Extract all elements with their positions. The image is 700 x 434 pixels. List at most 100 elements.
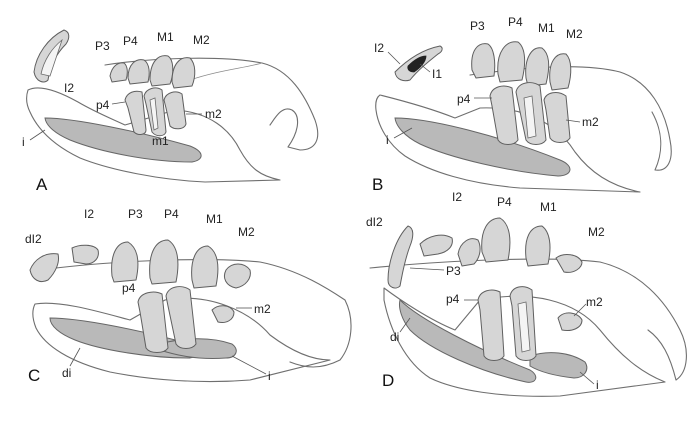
panel-c-label-i: i — [268, 369, 271, 383]
panel-b-lower-tooth-p4 — [489, 85, 519, 145]
panel-a-upper-tooth-p4 — [127, 59, 150, 85]
panel-b-leader-i2 — [387, 51, 401, 65]
panel-b-upper-tooth-p4 — [497, 41, 526, 83]
panel-b-label-m2: M2 — [566, 27, 583, 41]
panel-a-lower-jaw-outline — [26, 87, 281, 183]
panel-d-deciduous-lower-incisor — [399, 299, 537, 383]
panel-d-label-di: di — [390, 330, 399, 344]
panel-b-label-p3: P3 — [470, 19, 485, 33]
panel-d-leader-p3 — [409, 267, 445, 271]
panel-a-label-p4: P4 — [123, 34, 138, 48]
panel-d-leader-di — [399, 317, 411, 333]
panel-a-lower-incisor — [44, 117, 202, 163]
panel-c-label-di2: dI2 — [25, 232, 42, 246]
panel-d-lower-tooth-m2 — [557, 312, 583, 331]
panel-b-label-p4-lower: p4 — [457, 92, 471, 106]
panel-d-leader-i — [579, 371, 595, 385]
panel-b-upper-incisor-i1 — [407, 55, 427, 73]
panel-a: I2 P3 P4 M1 M2 p4 m2 m1 i A — [22, 29, 319, 194]
panel-a-leader-p4 — [111, 101, 126, 105]
panel-d-leader-m2 — [573, 303, 587, 317]
panel-a-label-m2: M2 — [193, 33, 210, 47]
panel-b-leader-m2 — [565, 119, 581, 123]
panel-d-label-m2: M2 — [588, 225, 605, 239]
panel-c-label-m2: M2 — [238, 225, 255, 239]
panel-c-label-p3: P3 — [128, 207, 143, 221]
panel-a-upper-incisor-i2-inner — [40, 38, 63, 77]
panel-a-upper-tooth-p3 — [109, 62, 128, 83]
panel-b-lower-tooth-m1-inner — [523, 95, 537, 139]
panel-d-label-m2-lower: m2 — [586, 295, 603, 309]
panel-a-label-m2-lower: m2 — [205, 107, 222, 121]
panel-b-label-i2: I2 — [374, 41, 384, 55]
panel-b-label-i1: I1 — [432, 67, 442, 81]
panel-c-letter: C — [28, 366, 40, 385]
panel-d-upper-tooth-p4 — [481, 217, 511, 263]
panel-d-upper-tooth-p3 — [457, 238, 481, 267]
panel-d-label-i: i — [596, 378, 599, 392]
panel-c-leader-di — [69, 347, 81, 367]
panel-d-label-di2: dI2 — [366, 215, 383, 229]
panel-b-upper-tooth-m1 — [525, 47, 550, 87]
panel-c: dI2 I2 P3 P4 M1 M2 p4 m2 di i C — [25, 207, 352, 385]
panel-a-lower-tooth-m2 — [163, 91, 187, 130]
panel-d-upper-tooth-m2 — [555, 254, 583, 273]
panel-c-upper-tooth-p4 — [149, 239, 179, 285]
panel-a-label-m1-lower: m1 — [152, 134, 169, 148]
panel-b: I2 I1 P3 P4 M1 M2 p4 m2 i B — [372, 15, 672, 194]
panel-b-upper-tooth-m2 — [549, 53, 572, 91]
panel-c-lower-tooth-m1 — [165, 286, 197, 349]
panel-d-lower-tooth-p4 — [477, 289, 505, 361]
panel-c-upper-tooth-m1 — [191, 245, 219, 289]
panel-a-leader-i — [29, 129, 46, 141]
panel-b-label-p4: P4 — [508, 15, 523, 29]
panel-a-skull-outline — [104, 57, 319, 151]
panel-c-deciduous-incisor-di2 — [29, 253, 59, 283]
panel-a-label-i2: I2 — [64, 81, 74, 95]
panel-c-label-di: di — [62, 366, 71, 380]
panel-b-upper-tooth-p3 — [471, 43, 496, 79]
panel-d-letter: D — [382, 371, 394, 390]
panel-b-label-i: i — [386, 133, 389, 147]
panel-c-label-m1: M1 — [206, 212, 223, 226]
panel-c-skull-outline — [39, 259, 352, 368]
panel-a-label-i: i — [22, 135, 25, 149]
panel-d-label-p4: P4 — [497, 195, 512, 209]
panel-a-letter: A — [36, 175, 48, 194]
panel-c-label-p4: P4 — [164, 207, 179, 221]
panel-c-upper-tooth-m2 — [223, 263, 251, 289]
panel-a-label-p3: P3 — [95, 39, 110, 53]
panel-a-lower-tooth-m1-inner — [149, 97, 159, 131]
panel-d-lower-jaw-outline — [383, 287, 666, 397]
panel-c-lower-tooth-p4 — [137, 291, 169, 353]
panel-a-label-m1: M1 — [157, 30, 174, 44]
panel-d-upper-incisor-i2 — [419, 234, 453, 257]
panel-c-leader-i — [231, 355, 267, 375]
panel-b-leader-i — [393, 127, 413, 139]
panel-b-lower-jaw-outline — [375, 94, 641, 193]
panel-c-upper-tooth-p3 — [111, 241, 139, 283]
panel-d-label-m1: M1 — [540, 200, 557, 214]
panel-d-upper-tooth-m1 — [525, 225, 551, 267]
panel-d-label-p3: P3 — [446, 264, 461, 278]
panel-a-lower-tooth-p4 — [124, 90, 147, 135]
panel-d-lower-tooth-m1-inner — [517, 301, 531, 353]
panel-c-lower-tooth-m2 — [211, 305, 235, 323]
panel-c-label-m2-lower: m2 — [254, 302, 271, 316]
panel-d-permanent-lower-incisor — [529, 352, 588, 379]
panel-a-upper-tooth-m2 — [171, 57, 196, 89]
panel-b-lower-incisor — [394, 117, 571, 177]
panel-c-label-p4-lower: p4 — [122, 281, 136, 295]
panel-b-leader-i1 — [419, 63, 431, 73]
panel-b-label-m1: M1 — [538, 21, 555, 35]
panel-c-label-i2: I2 — [84, 207, 94, 221]
panel-b-label-m2-lower: m2 — [582, 115, 599, 129]
panel-a-upper-tooth-m1 — [149, 55, 174, 87]
panel-b-lower-tooth-m2 — [543, 92, 571, 143]
panel-d-deciduous-incisor-di2 — [387, 225, 414, 289]
panel-d-label-i2: I2 — [452, 190, 462, 204]
panel-d-label-p4-lower: p4 — [446, 292, 460, 306]
panel-a-label-p4-lower: p4 — [96, 98, 110, 112]
panel-d: dI2 I2 P4 M1 M2 P3 p4 m2 di i D — [366, 190, 687, 397]
